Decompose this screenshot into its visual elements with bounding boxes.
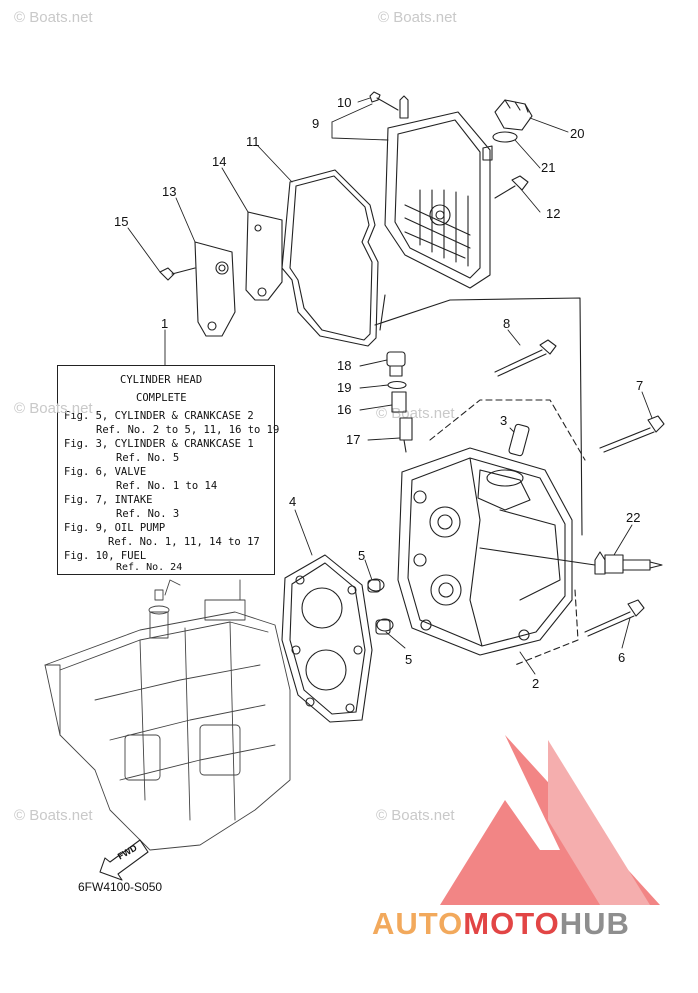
plate-13 [194,241,236,337]
bolt-12 [494,175,529,199]
automotohub-logo-mark [440,735,660,905]
watermark: © Boats.net [14,807,93,824]
note-line: Fig. 3, CYLINDER & CRANKCASE 1 [64,438,254,450]
callout-label: 7 [636,378,643,393]
bolt-8 [494,339,557,377]
note-line: Ref. No. 1 to 14 [116,480,218,492]
note-line: Ref. No. 24 [116,562,183,573]
callout-label: 17 [346,432,360,447]
plug-18 [386,351,406,377]
oil-filler-cap [492,99,533,143]
callout-label: 5 [405,652,412,667]
watermark: © Boats.net [14,9,93,26]
fwd-arrow-icon [99,839,149,881]
watermark: © Boats.net [376,405,455,422]
callout-label: 1 [161,316,168,331]
drawing-code: 6FW4100-S050 [78,880,163,894]
note-subtitle: COMPLETE [136,392,187,404]
callout-label: 6 [618,650,625,665]
head-gasket [281,554,373,723]
plate-14 [245,211,283,301]
note-line: Fig. 9, OIL PUMP [64,522,166,534]
callout-label: 8 [503,316,510,331]
callout-label: 2 [532,676,539,691]
callout-label: 13 [162,184,176,199]
callout-label: 15 [114,214,128,229]
dowel-pin-5a [367,578,385,593]
callout-label: 22 [626,510,640,525]
screw-15 [159,267,196,281]
watermark: © Boats.net [14,400,93,417]
note-line: Ref. No. 2 to 5, 11, 16 to 19 [96,424,280,436]
callout-label: 21 [541,160,555,175]
brand-wordmark: AUTOMOTOHUB [372,906,630,942]
brand-part-3: HUB [559,906,630,941]
cover-gasket [281,169,379,347]
watermark: © Boats.net [378,9,457,26]
dowel-pin-3 [508,423,530,457]
callout-label: 9 [312,116,319,131]
cylinder-head [397,447,573,656]
callout-label: 20 [570,126,584,141]
bolt-7 [599,415,665,453]
cylinder-head-cover [384,95,493,289]
watermark: © Boats.net [376,807,455,824]
brand-part-1: AUTO [372,906,464,941]
callout-label: 19 [337,380,351,395]
note-line: Fig. 7, INTAKE [64,494,153,506]
callout-label: 5 [358,548,365,563]
spark-plug [479,547,663,575]
note-line: Fig. 6, VALVE [64,466,147,478]
washer-19 [387,380,407,390]
reference-note-box: CYLINDER HEAD COMPLETE Fig. 5, CYLINDER … [57,365,279,575]
callout-label: 16 [337,402,351,417]
callout-label: 18 [337,358,351,373]
note-title: CYLINDER HEAD [120,374,203,386]
note-line: Ref. No. 3 [116,508,180,520]
cylinder-block [44,579,291,851]
bolt-10 [369,91,399,111]
callout-label: 14 [212,154,226,169]
note-line: Ref. No. 1, 11, 14 to 17 [108,536,260,548]
callout-label: 10 [337,95,351,110]
brand-part-2: MOTO [463,906,560,941]
valve-17 [399,417,413,453]
note-line: Fig. 10, FUEL [64,550,147,562]
sleeve-16 [391,391,407,413]
callout-label: 12 [546,206,560,221]
note-line: Fig. 5, CYLINDER & CRANKCASE 2 [64,410,254,422]
callout-label: 3 [500,413,507,428]
bolt-6 [584,599,645,637]
callout-label: 4 [289,494,296,509]
callout-label: 11 [246,134,260,149]
note-line: Ref. No. 5 [116,452,180,464]
leader-lines [127,97,653,675]
dowel-pin-5b [375,618,394,635]
